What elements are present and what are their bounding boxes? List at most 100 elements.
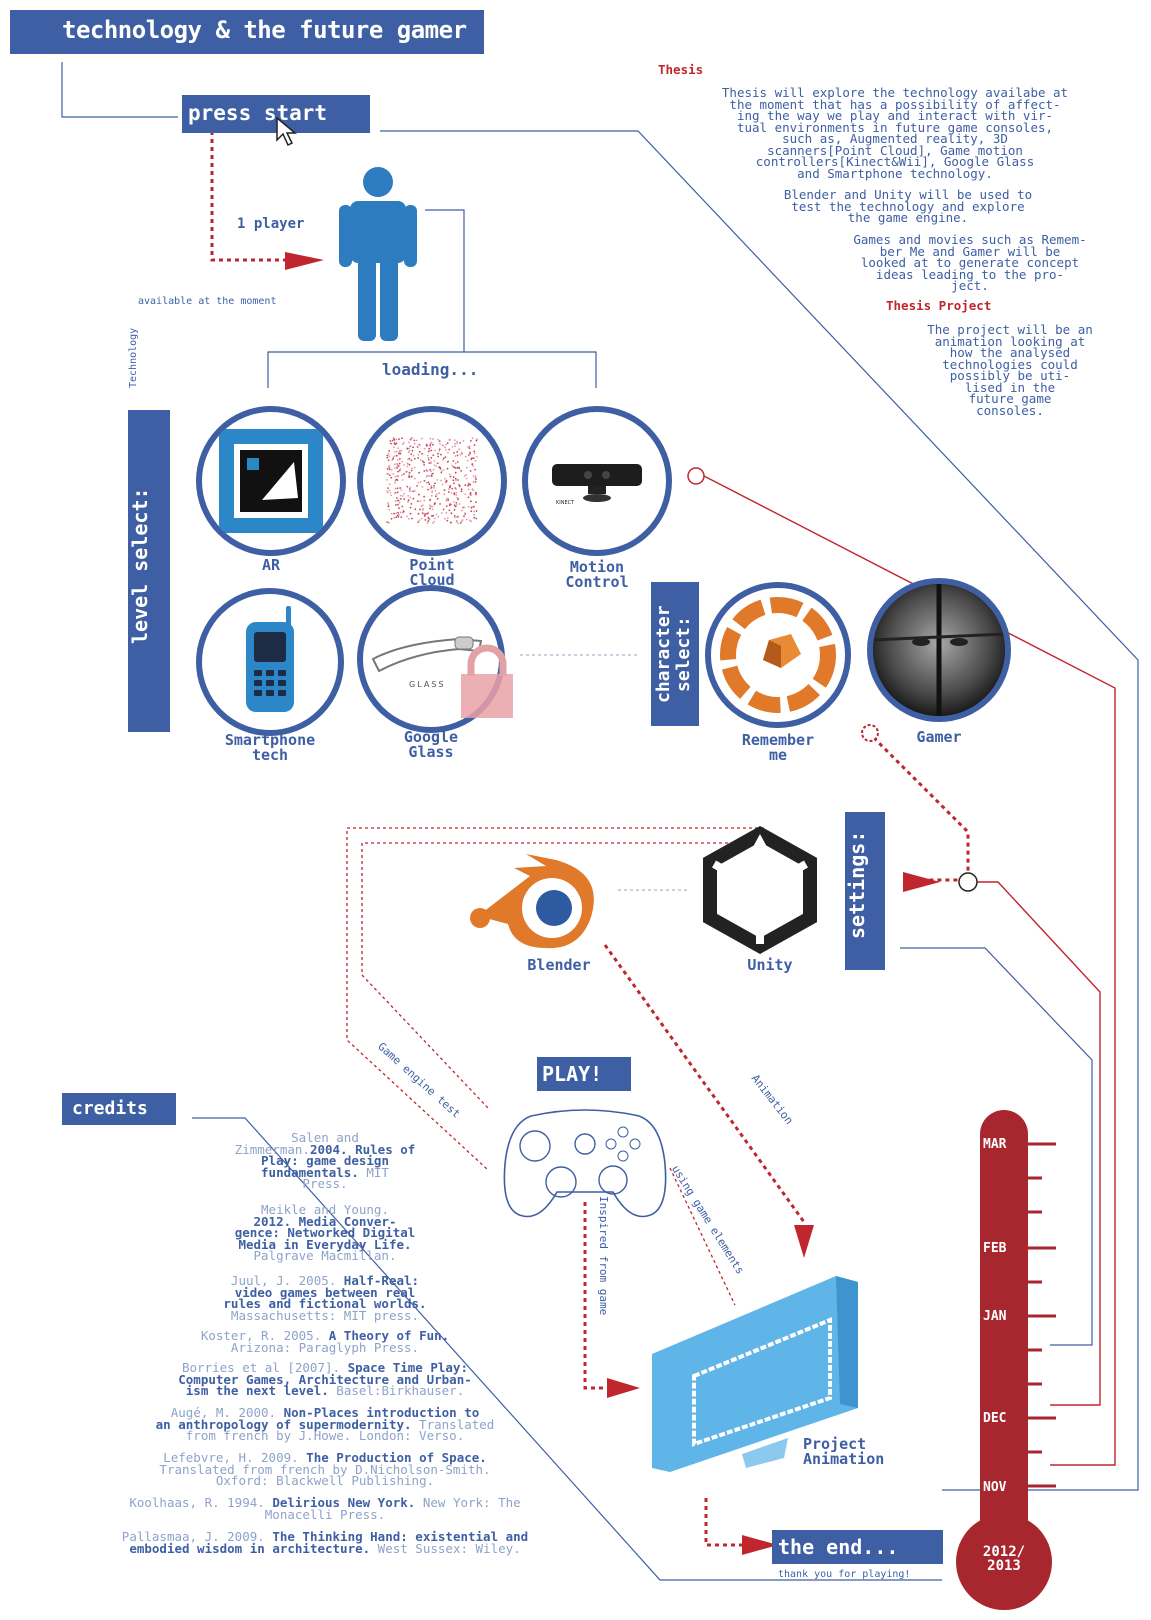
svg-text:GLASS: GLASS [409, 680, 445, 689]
blender-label: Blender [527, 956, 591, 974]
character-remember-me[interactable] [705, 582, 851, 728]
press-start-button[interactable]: press start [182, 95, 370, 133]
unity-logo-icon[interactable] [690, 820, 830, 960]
credit-reference: Augé, M. 2000. Non-Places introduction t… [55, 1405, 595, 1443]
settings-red-line [965, 881, 1101, 1406]
svg-text:KINECT: KINECT [556, 500, 575, 506]
gamer-label: Gamer [916, 728, 962, 746]
credits-line [192, 1117, 942, 1581]
motion-control-label: Motion Control [565, 558, 629, 591]
remember-me-label: Remember me [741, 731, 815, 764]
credit-publisher: Massachusetts: MIT press. [230, 1307, 420, 1323]
ar-marker-icon [219, 429, 323, 533]
technology-label: Technology [128, 327, 139, 388]
credit-authors: Borries et al [2007]. [182, 1360, 341, 1375]
credit-authors: Pallasmaa, J. 2009. [121, 1529, 265, 1544]
lock-icon [461, 644, 513, 718]
credit-authors: Koolhaas, R. 1994. [129, 1495, 265, 1510]
thesis-para-3: Games and movies such as Remem- ber Me a… [853, 232, 1087, 293]
play-button[interactable]: PLAY! [537, 1057, 631, 1091]
kinect-icon: KINECT [552, 464, 642, 506]
credit-title: Delirious New York. [264, 1495, 416, 1510]
credit-reference: Lefebvre, H. 2009. The Production of Spa… [55, 1450, 595, 1489]
the-end-box: the end... [772, 1530, 943, 1564]
credit-title: The Thinking Hand: existential and embod… [129, 1529, 529, 1556]
motion-red-line [703, 475, 1116, 1466]
credit-publisher: Arizona: Paraglyph Press. [230, 1339, 420, 1355]
credit-title: Space Time Play: Computer Games, Archite… [178, 1360, 472, 1398]
level-point-cloud[interactable] [357, 406, 507, 556]
credit-reference: Koster, R. 2005. A Theory of Fun. Arizon… [55, 1328, 595, 1355]
credit-publisher: Translated from french by J.Howe. London… [185, 1416, 495, 1443]
page-title: technology & the future gamer [10, 10, 484, 54]
credit-reference: Koolhaas, R. 1994. Delirious New York. N… [55, 1495, 595, 1522]
credit-reference: Meikle and Young. 2012. Media Conver- ge… [55, 1202, 595, 1263]
thesis-project-heading: Thesis Project [886, 298, 992, 313]
credit-title: 2004. Rules of Play: game design fundame… [261, 1141, 416, 1180]
character-gamer[interactable] [867, 578, 1011, 722]
google-glass-label: Google Glass [403, 728, 459, 761]
level-ar[interactable] [196, 406, 346, 556]
smartphone-label: Smartphone tech [224, 731, 316, 764]
engine-dashed-outer [346, 827, 764, 1171]
credit-publisher: West Sussex: Wiley. [370, 1540, 521, 1556]
credit-authors: Salen and Zimmerman. [234, 1130, 359, 1157]
credit-title: Half-Real: video games between real rule… [223, 1273, 427, 1311]
credit-reference: Juul, J. 2005. Half-Real: video games be… [55, 1273, 595, 1323]
player-icon [339, 167, 417, 341]
thesis-para-1: Thesis will explore the technology avail… [721, 85, 1069, 181]
thesis-heading: Thesis [658, 62, 704, 77]
unity-label: Unity [747, 956, 793, 974]
timeline-month: MAR [983, 1137, 1007, 1152]
credit-reference: Pallasmaa, J. 2009. The Thinking Hand: e… [55, 1529, 595, 1556]
timeline-thermometer [956, 1110, 1056, 1610]
credit-authors: Meikle and Young. [261, 1202, 389, 1217]
credit-authors: Koster, R. 2005. [200, 1328, 322, 1343]
level-motion-control[interactable]: KINECT [522, 406, 672, 556]
timeline-month: NOV [983, 1480, 1007, 1495]
start-arrow [210, 131, 310, 262]
level-smartphone[interactable] [196, 588, 344, 736]
animation-arrow [603, 944, 806, 1223]
credit-authors: Augé, M. 2000. [170, 1405, 277, 1420]
inspired-label: Inspired from game [597, 1196, 610, 1316]
level-select-box: level select: [128, 410, 170, 732]
credit-publisher: Basel:Birkhauser. [328, 1383, 465, 1398]
available-label: available at the moment [138, 296, 277, 307]
remember-me-icon [720, 597, 836, 713]
gamer-face-icon [873, 584, 1005, 716]
credit-publisher: Translated from french by D.Nicholson-Sm… [159, 1461, 491, 1489]
gamepad-icon [503, 1109, 667, 1218]
project-animation-label: Project Animation [803, 1435, 885, 1468]
thesis-para-2: Blender and Unity will be used to test t… [783, 187, 1033, 225]
inspired-arrow [583, 1202, 628, 1390]
point-cloud-label: Point Cloud [409, 556, 455, 589]
credit-publisher: Palgrave Macmillan. [253, 1248, 397, 1263]
timeline-month: DEC [983, 1411, 1007, 1426]
credit-reference: Salen and Zimmerman.2004. Rules of Play:… [55, 1130, 595, 1191]
credit-authors: Juul, J. 2005. [230, 1273, 337, 1288]
loading-label: loading... [382, 360, 479, 379]
settings-line [900, 947, 1093, 1346]
credit-authors: Lefebvre, H. 2009. [163, 1450, 299, 1465]
player-count-label: 1 player [237, 216, 305, 232]
timeline-month: FEB [983, 1241, 1007, 1256]
timeline-month: JAN [983, 1309, 1007, 1324]
credit-title: A Theory of Fun. [321, 1328, 450, 1343]
credits-box: credits [62, 1093, 176, 1125]
cursor-icon [276, 116, 297, 147]
thank-you-label: thank you for playing! [778, 1569, 911, 1580]
credit-publisher: New York: The Monacelli Press. [264, 1495, 521, 1522]
credit-title: Non-Places introduction to an anthropolo… [155, 1405, 480, 1432]
ar-label: AR [261, 556, 281, 574]
start-outer-line [380, 130, 1139, 1491]
credit-title: 2012. Media Conver- gence: Networked Dig… [234, 1213, 416, 1252]
pixel-screen-icon [652, 1276, 858, 1472]
timeline-year: 2012/ 2013 [982, 1544, 1026, 1574]
credit-publisher: MIT Press. [302, 1164, 389, 1191]
blender-logo-icon[interactable] [460, 820, 618, 960]
thesis-project-para: The project will be an animation looking… [927, 322, 1093, 418]
title-connector [61, 62, 178, 118]
